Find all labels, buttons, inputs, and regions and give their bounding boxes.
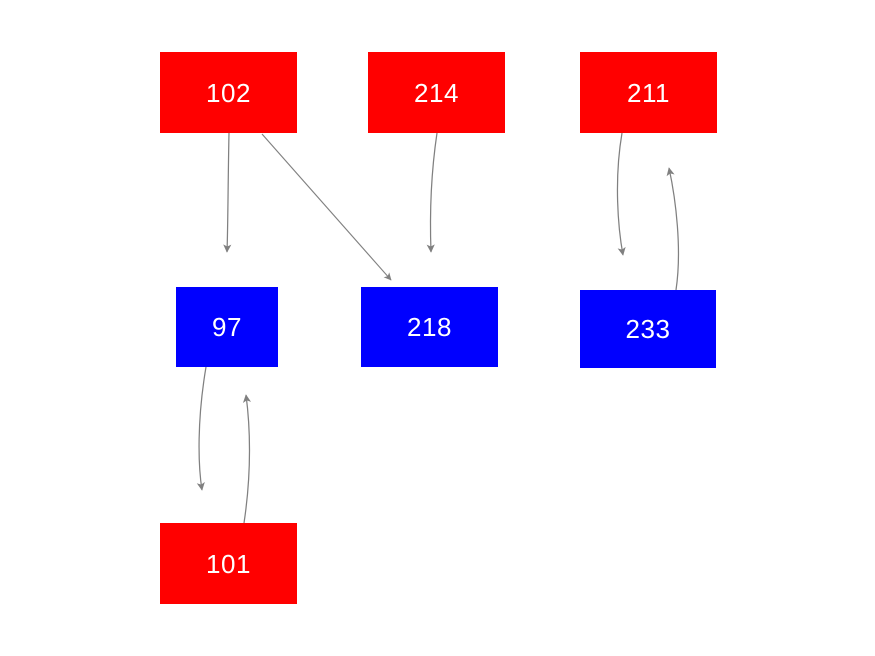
edge-102-to-97 <box>223 132 232 253</box>
node-211[interactable]: 211 <box>580 52 717 133</box>
node-label-97: 97 <box>212 312 242 342</box>
node-label-218: 218 <box>407 312 452 342</box>
edge-97-to-101 <box>196 366 207 491</box>
edge-214-to-218 <box>426 132 438 253</box>
node-label-211: 211 <box>627 77 670 108</box>
edge-101-to-97 <box>242 394 252 524</box>
node-label-101: 101 <box>206 548 251 579</box>
node-102[interactable]: 102 <box>160 52 297 133</box>
node-218[interactable]: 218 <box>361 287 498 367</box>
node-101[interactable]: 101 <box>160 523 297 604</box>
node-label-102: 102 <box>206 77 251 108</box>
node-label-214: 214 <box>414 77 459 108</box>
node-233[interactable]: 233 <box>580 290 716 368</box>
node-97[interactable]: 97 <box>176 287 278 367</box>
edge-233-to-211 <box>666 167 680 291</box>
edge-102-to-218 <box>261 133 392 281</box>
edge-211-to-233 <box>616 132 626 256</box>
node-label-233: 233 <box>625 314 671 344</box>
node-214[interactable]: 214 <box>368 52 505 133</box>
